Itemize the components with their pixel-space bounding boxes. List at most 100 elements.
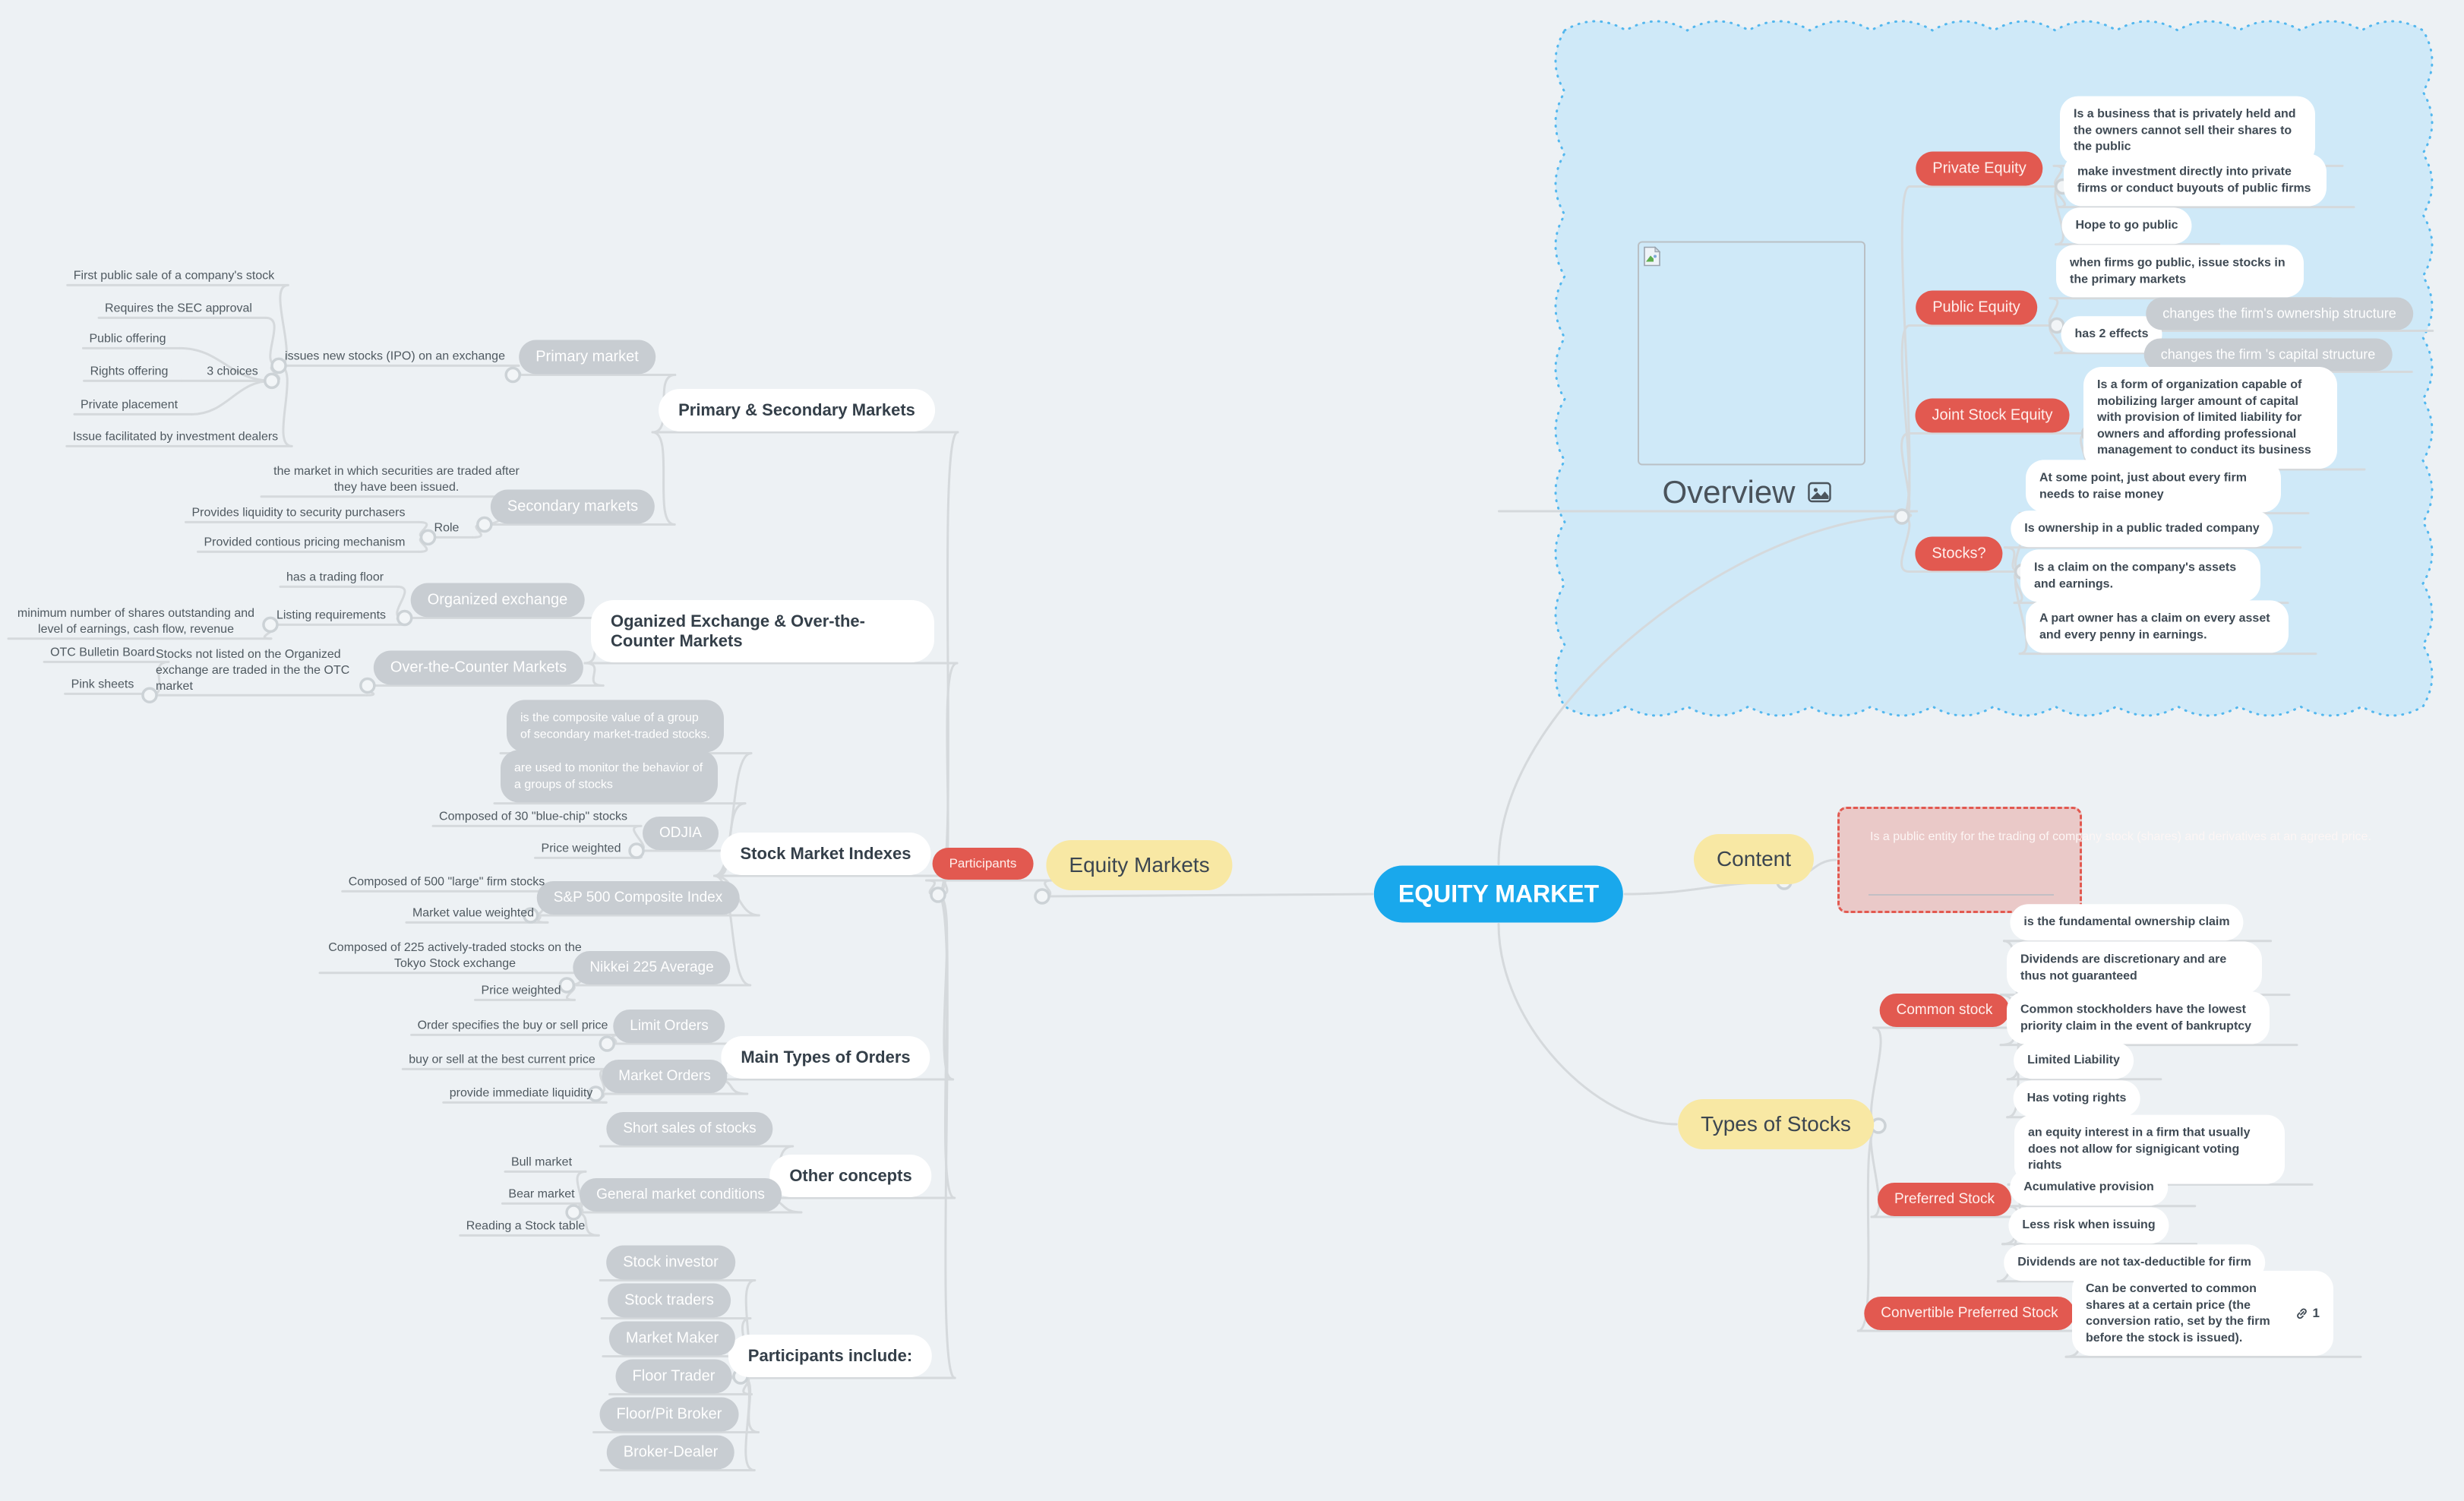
first-public-sale-label[interactable]: First public sale of a company's stock [74,269,275,285]
is-claim-node[interactable]: Is a claim on the company's assets and e… [2020,549,2260,602]
is-ownership-node[interactable]: Is ownership in a public traded company [2011,510,2273,547]
general-market-conditions-node[interactable]: General market conditions [580,1178,782,1212]
composite-value-node[interactable]: is the composite value of a group of sec… [507,700,724,753]
price-weighted-nikkei-label[interactable]: Price weighted [482,984,561,1000]
hope-to-go-public-node[interactable]: Hope to go public [2061,207,2192,244]
public-equity-node[interactable]: Public Equity [1916,290,2037,325]
rights-offering-label[interactable]: Rights offering [90,365,169,381]
common-stockholders-node[interactable]: Common stockholders have the lowest prio… [2007,991,2270,1044]
stock-traders-node[interactable]: Stock traders [608,1283,731,1318]
public-offering-label[interactable]: Public offering [89,332,166,348]
less-risk-node[interactable]: Less risk when issuing [2008,1207,2169,1243]
part-owner-node[interactable]: A part owner has a claim on every asset … [2026,600,2289,653]
common-stock-node[interactable]: Common stock [1879,994,2010,1027]
private-placement-label[interactable]: Private placement [81,398,178,414]
make-investment-node[interactable]: make investment directly into private fi… [2064,153,2327,207]
equity-markets-node-label: Equity Markets [1069,853,1210,877]
overview-image-placeholder[interactable] [1638,241,1865,466]
equity-market-definition-note[interactable]: Is a public entity for the trading of co… [1837,807,2371,913]
limited-liability-node[interactable]: Limited Liability [2014,1042,2134,1079]
three-choices-label[interactable]: 3 choices [207,365,258,381]
root-equity-market[interactable]: EQUITY MARKET [1373,865,1624,923]
fundamental-ownership-node[interactable]: is the fundamental ownership claim [2010,904,2244,940]
order-specifies-label[interactable]: Order specifies the buy or sell price [418,1019,608,1035]
market-value-weighted-label[interactable]: Market value weighted [412,906,534,922]
organized-exchange-node-label: Organized exchange [427,591,568,608]
changes-ownership-node[interactable]: changes the firm's ownership structure [2146,297,2413,330]
broker-dealer-node[interactable]: Broker-Dealer [606,1435,735,1470]
reading-stock-table-label[interactable]: Reading a Stock table [466,1219,586,1235]
floor-trader-node[interactable]: Floor Trader [615,1359,732,1394]
provide-immediate-liquidity-label[interactable]: provide immediate liquidity [450,1086,593,1102]
issues-new-stocks-label[interactable]: issues new stocks (IPO) on an exchange [285,349,505,365]
short-sales-node[interactable]: Short sales of stocks [606,1112,773,1146]
preferred-stock-node[interactable]: Preferred Stock [1878,1183,2011,1216]
acumulative-provision-node[interactable]: Acumulative provision [2010,1169,2168,1206]
convertible-preferred-stock-node[interactable]: Convertible Preferred Stock [1864,1297,2075,1330]
at-some-point-node[interactable]: At some point, just about every firm nee… [2026,460,2281,513]
primary-secondary-markets-topic[interactable]: Primary & Secondary Markets [659,389,935,431]
stocks-question-node[interactable]: Stocks? [1915,536,2003,571]
bear-market-label-label: Bear market [508,1187,575,1201]
private-equity-node[interactable]: Private Equity [1916,151,2043,186]
composed-30-label[interactable]: Composed of 30 "blue-chip" stocks [439,810,627,826]
provides-liquidity-label[interactable]: Provides liquidity to security purchaser… [191,506,405,522]
dividends-discretionary-node[interactable]: Dividends are discretionary and are thus… [2007,941,2262,994]
stock-market-indexes-topic[interactable]: Stock Market Indexes [720,833,931,875]
otc-markets-node[interactable]: Over-the-Counter Markets [373,650,584,685]
participants-node[interactable]: Participants [932,848,1034,880]
bull-market-label[interactable]: Bull market [511,1155,572,1171]
overview-label[interactable]: Overview [1662,474,1831,510]
composed-225-label[interactable]: Composed of 225 actively-traded stocks o… [326,940,584,972]
joint-stock-equity-node[interactable]: Joint Stock Equity [1915,398,2070,433]
content-node[interactable]: Content [1693,834,1815,884]
stocks-not-listed-label[interactable]: Stocks not listed on the Organized excha… [156,647,353,694]
organized-exchange-node[interactable]: Organized exchange [410,583,585,618]
sp500-node[interactable]: S&P 500 Composite Index [536,881,740,915]
organized-exchange-otc-topic[interactable]: Oganized Exchange & Over-the-Counter Mar… [591,600,934,662]
can-be-converted-node[interactable]: Can be converted to common shares at a c… [2072,1270,2333,1357]
minimum-shares-label[interactable]: minimum number of shares outstanding and… [14,606,257,638]
buy-or-sell-label[interactable]: buy or sell at the best current price [409,1053,595,1069]
types-of-stocks-node[interactable]: Types of Stocks [1678,1099,1874,1149]
secondary-markets-node[interactable]: Secondary markets [490,489,655,524]
limit-orders-node[interactable]: Limit Orders [613,1010,725,1043]
djia-node[interactable]: ODJIA [643,817,719,850]
bear-market-label[interactable]: Bear market [508,1187,574,1203]
hyperlink-badge[interactable]: 1 [2295,1305,2320,1322]
has-trading-floor-label[interactable]: has a trading floor [286,570,384,586]
primary-market-node[interactable]: Primary market [519,340,655,374]
first-public-sale-label-label: First public sale of a company's stock [73,269,275,283]
pink-sheets-label[interactable]: Pink sheets [71,678,134,694]
issue-facilitated-label[interactable]: Issue facilitated by investment dealers [73,430,278,446]
nikkei-225-node[interactable]: Nikkei 225 Average [573,951,731,984]
market-orders-node[interactable]: Market Orders [602,1060,728,1093]
used-to-monitor-node[interactable]: are used to monitor the behavior of a gr… [501,750,718,803]
composed-500-label[interactable]: Composed of 500 "large" firm stocks [349,875,545,891]
changes-capital-node[interactable]: changes the firm 's capital structure [2143,338,2393,371]
joint-stock-definition-node[interactable]: Is a form of organization capable of mob… [2083,367,2337,469]
has-voting-rights-node[interactable]: Has voting rights [2013,1080,2140,1117]
when-firms-go-public-node[interactable]: when firms go public, issue stocks in th… [2056,245,2304,298]
otc-bulletin-board-label[interactable]: OTC Bulletin Board [50,646,155,662]
private-equity-definition-node[interactable]: Is a business that is privately held and… [2060,96,2315,166]
can-be-converted-node-label: Can be converted to common shares at a c… [2086,1281,2270,1345]
role-label[interactable]: Role [434,521,460,537]
floor-pit-broker-node[interactable]: Floor/Pit Broker [599,1397,739,1432]
participants-include-topic-label: Participants include: [747,1346,913,1365]
connector [1856,1124,1880,1332]
equity-markets-node[interactable]: Equity Markets [1046,840,1233,890]
price-weighted-djia-label[interactable]: Price weighted [542,842,621,858]
main-types-orders-topic[interactable]: Main Types of Orders [721,1036,930,1079]
requires-sec-approval-label[interactable]: Requires the SEC approval [105,302,252,318]
stock-investor-node[interactable]: Stock investor [606,1245,735,1280]
participants-include-topic[interactable]: Participants include: [728,1335,933,1377]
market-in-which-label[interactable]: the market in which securities are trade… [267,464,526,496]
connector [713,874,752,987]
market-maker-node[interactable]: Market Maker [608,1321,736,1356]
other-concepts-topic[interactable]: Other concepts [769,1155,932,1197]
at-some-point-node-label: At some point, just about every firm nee… [2039,471,2247,501]
provided-contious-pricing-label[interactable]: Provided contious pricing mechanism [204,536,405,551]
listing-requirements-label[interactable]: Listing requirements [276,608,386,624]
djia-node-label: ODJIA [659,825,702,841]
